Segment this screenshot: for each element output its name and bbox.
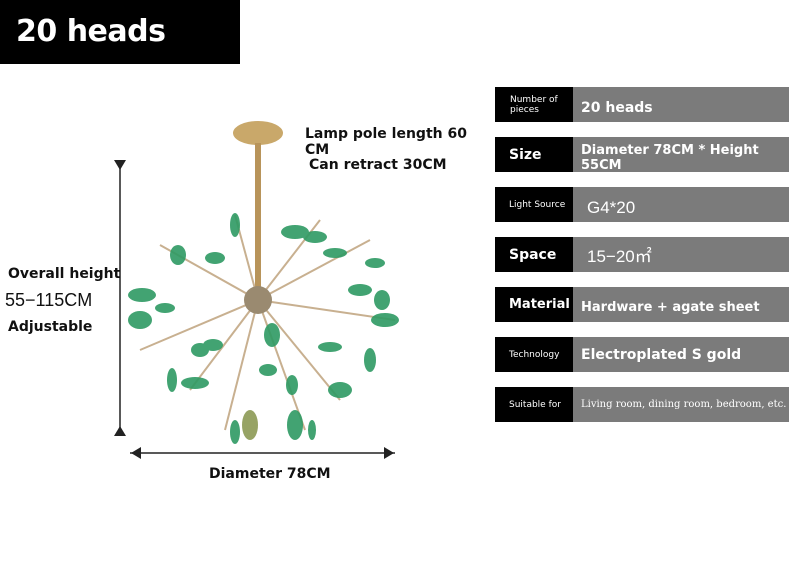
spec-label: Number of pieces [495,87,573,122]
chandelier [128,121,399,444]
spec-label: Space [495,237,573,272]
spec-value: Electroplated S gold [581,346,742,363]
spec-row-light-source: Light Source G4*20 [495,187,789,222]
spec-value: Hardware + agate sheet [581,300,760,315]
spec-value: G4*20 [587,197,636,217]
pole-length-label: Lamp pole length 60 [305,126,467,142]
spec-row-suitable-for: Suitable for Living room, dining room, b… [495,387,789,422]
spec-row-pieces: Number of pieces 20 heads [495,87,789,122]
dimension-lines [114,160,395,459]
diameter-label: Diameter 78CM [209,466,331,482]
spec-value: Living room, dining room, bedroom, etc. [581,399,787,410]
spec-label: Light Source [495,187,573,222]
retract-label: Can retract 30CM [309,157,447,173]
spec-row-material: Material Hardware + agate sheet [495,287,789,322]
pole-length-unit: CM [305,142,330,158]
spec-row-size: Size Diameter 78CM * Height 55CM [495,137,789,173]
spec-value: 15−20㎡ [587,247,652,266]
spec-label: Suitable for [495,387,573,422]
height-range: 55−115CM [5,290,93,310]
product-title: 20 heads green [0,0,240,113]
spec-row-technology: Technology Electroplated S gold [495,337,789,372]
spec-value: Diameter 78CM * Height 55CM [581,142,759,173]
spec-label: Material [495,287,573,322]
spec-row-space: Space 15−20㎡ [495,237,789,272]
overall-height-label: Overall height [8,266,121,282]
adjustable-label: Adjustable [8,319,93,335]
spec-label: Size [495,137,573,172]
spec-value: 20 heads [581,99,653,116]
spec-label: Technology [495,337,573,372]
